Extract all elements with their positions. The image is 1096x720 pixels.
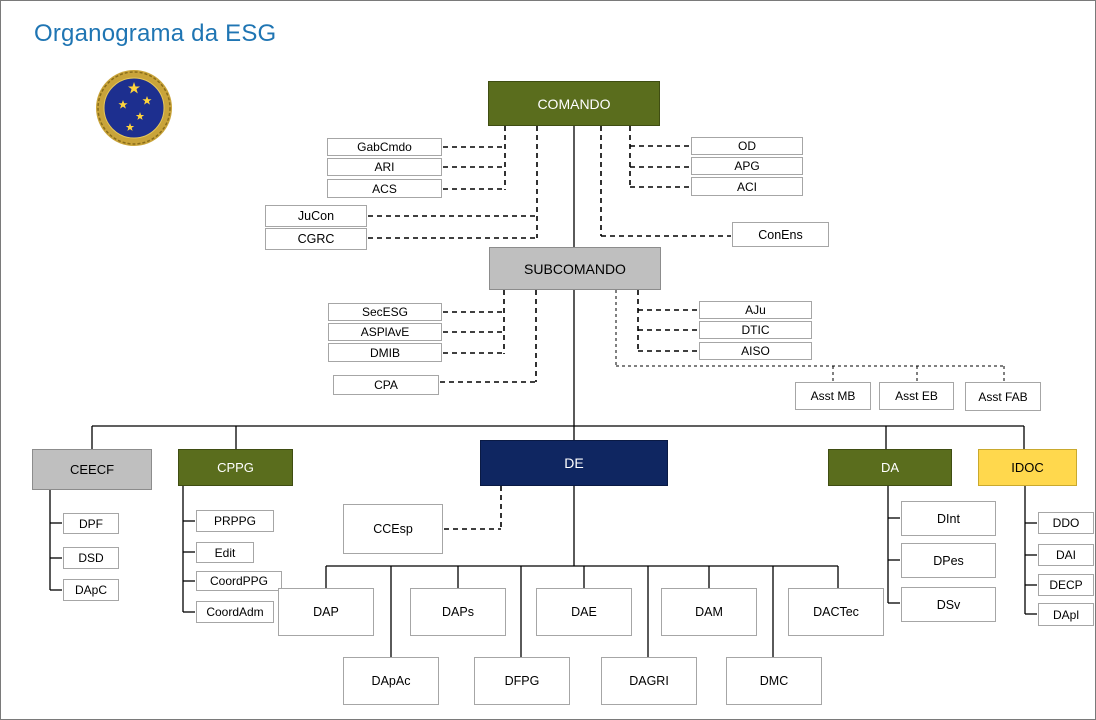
daps-box: DAPs bbox=[410, 588, 506, 636]
aiso-box: AISO bbox=[699, 342, 812, 360]
aci-box: ACI bbox=[691, 177, 803, 196]
edit-box: Edit bbox=[196, 542, 254, 563]
esg-seal-icon bbox=[96, 70, 172, 146]
jucon-box: JuCon bbox=[265, 205, 367, 227]
dpf-box: DPF bbox=[63, 513, 119, 534]
dae-box: DAE bbox=[536, 588, 632, 636]
secesg-box: SecESG bbox=[328, 303, 442, 321]
subcomando-box: SUBCOMANDO bbox=[489, 247, 661, 290]
od-box: OD bbox=[691, 137, 803, 155]
dsd-box: DSD bbox=[63, 547, 119, 569]
asst-mb-box: Asst MB bbox=[795, 382, 871, 410]
dpes-box: DPes bbox=[901, 543, 996, 578]
apg-box: APG bbox=[691, 157, 803, 175]
idoc-box: IDOC bbox=[978, 449, 1077, 486]
dapc-box: DApC bbox=[63, 579, 119, 601]
decp-box: DECP bbox=[1038, 574, 1094, 596]
page-title: Organograma da ESG bbox=[34, 20, 277, 47]
dtic-box: DTIC bbox=[699, 321, 812, 339]
ceecf-box: CEECF bbox=[32, 449, 152, 490]
ari-box: ARI bbox=[327, 158, 442, 176]
coordadm-box: CoordAdm bbox=[196, 601, 274, 623]
ddo-box: DDO bbox=[1038, 512, 1094, 534]
dfpg-box: DFPG bbox=[474, 657, 570, 705]
prppg-box: PRPPG bbox=[196, 510, 274, 532]
dai-box: DAI bbox=[1038, 544, 1094, 566]
asplave-box: ASPlAvE bbox=[328, 323, 442, 341]
de-box: DE bbox=[480, 440, 668, 486]
acs-box: ACS bbox=[327, 179, 442, 198]
dagri-box: DAGRI bbox=[601, 657, 697, 705]
dactec-box: DACTec bbox=[788, 588, 884, 636]
dmc-box: DMC bbox=[726, 657, 822, 705]
ccesp-box: CCEsp bbox=[343, 504, 443, 554]
dap-box: DAP bbox=[278, 588, 374, 636]
conens-box: ConEns bbox=[732, 222, 829, 247]
dsv-box: DSv bbox=[901, 587, 996, 622]
asst-fab-box: Asst FAB bbox=[965, 382, 1041, 411]
cppg-box: CPPG bbox=[178, 449, 293, 486]
aju-box: AJu bbox=[699, 301, 812, 319]
dapac-box: DApAc bbox=[343, 657, 439, 705]
da-box: DA bbox=[828, 449, 952, 486]
dint-box: DInt bbox=[901, 501, 996, 536]
dam-box: DAM bbox=[661, 588, 757, 636]
dapl-box: DApl bbox=[1038, 603, 1094, 626]
dmib-box: DMIB bbox=[328, 343, 442, 362]
coordppg-box: CoordPPG bbox=[196, 571, 282, 591]
cpa-box: CPA bbox=[333, 375, 439, 395]
comando-box: COMANDO bbox=[488, 81, 660, 126]
gabcmdo-box: GabCmdo bbox=[327, 138, 442, 156]
cgrc-box: CGRC bbox=[265, 228, 367, 250]
asst-eb-box: Asst EB bbox=[879, 382, 954, 410]
